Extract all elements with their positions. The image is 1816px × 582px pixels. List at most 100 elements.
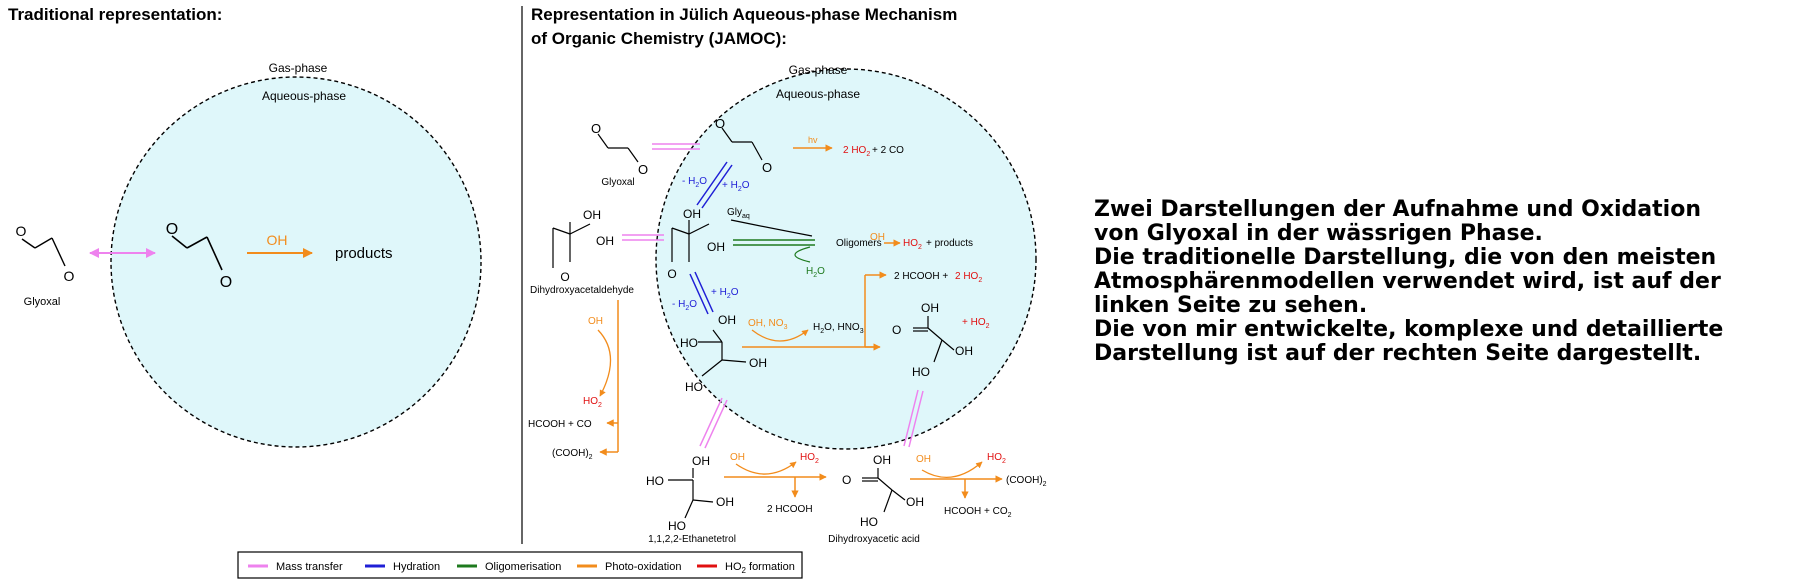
description-line: Die traditionelle Darstellung, die von d… [1094, 245, 1717, 270]
glyoxal-label: Glyoxal [601, 177, 634, 188]
glyoxal-structure-gas [21, 237, 66, 267]
description-line: Die von mir entwickelte, komplexe und de… [1094, 317, 1724, 342]
gas-phase-label: Gas-phase [269, 61, 328, 75]
cooh2-label: (COOH)2 [552, 448, 593, 461]
gas-phase-label: Gas-phase [789, 63, 848, 77]
hydration-arrow [689, 271, 714, 315]
legend-label-photo-oxidation: Photo-oxidation [605, 561, 681, 573]
ethanetetrol-structure-aq [698, 329, 747, 377]
description-line: Zwei Darstellungen der Aufnahme und Oxid… [1094, 197, 1701, 222]
atom-ho: HO [912, 365, 930, 379]
dihydroxyacetic-acid-label: Dihydroxyacetic acid [828, 534, 920, 545]
mass-transfer-arrow [903, 389, 924, 448]
h2o-hno3-label: H2O, HNO3 [813, 322, 864, 335]
mass-transfer-arrow [652, 143, 700, 150]
left-heading: Traditional representation: [8, 5, 223, 24]
legend-label-oligomerisation: Oligomerisation [485, 561, 561, 573]
side-product-curve [921, 461, 983, 478]
oh-no3-label: OH, NO3 [748, 318, 788, 331]
dihydroxyacetic-acid-structure-gas [862, 468, 906, 513]
side-product-curve [735, 461, 797, 475]
atom-o: O [64, 268, 75, 284]
ethanetetrol-structure-gas [668, 468, 714, 519]
ho2-product: 2 HO2 [843, 145, 870, 158]
gly-join-curve [730, 219, 813, 237]
atom-oh: OH [596, 234, 614, 248]
aqueous-droplet-jamoc [655, 68, 1037, 450]
glyoxal-label: Glyoxal [24, 296, 61, 308]
side-product-curve [751, 329, 809, 342]
atom-ho: HO [685, 380, 703, 394]
atom-oh: OH [716, 495, 734, 509]
atom-o: O [762, 160, 772, 175]
atom-oh: OH [683, 207, 701, 221]
atom-oh: OH [749, 356, 767, 370]
plus-h2o-label: + H2O [711, 287, 739, 300]
atom-ho: HO [646, 474, 664, 488]
dihydroxyacetaldehyde-structure-aq [671, 220, 710, 262]
glyoxal-structure-gas [597, 133, 639, 163]
atom-ho: HO [668, 519, 686, 533]
dihydroxyacetaldehyde-structure-gas [552, 222, 591, 268]
atom-oh: OH [921, 301, 939, 315]
plus-products-label: + products [926, 238, 973, 249]
atom-o: O [715, 116, 725, 131]
two-hcooh-label: 2 HCOOH + [894, 271, 948, 282]
dihydroxyacetic-acid-structure-aq [913, 316, 955, 363]
legend: Mass transfer Hydration Oligomerisation … [237, 551, 803, 579]
side-product-curve [597, 329, 612, 397]
atom-o: O [638, 162, 648, 177]
legend-label-ho2-formation: HO2 formation [725, 561, 795, 575]
hcooh-co2-label: HCOOH + CO2 [944, 506, 1012, 519]
description-line: Atmosphärenmodellen verwendet wird, ist … [1094, 269, 1721, 294]
products-label: products [335, 245, 393, 262]
atom-oh: OH [873, 453, 891, 467]
oh-label: OH [870, 232, 885, 243]
cooh2-label: (COOH)2 [1006, 475, 1047, 488]
mass-transfer-arrow [699, 397, 728, 449]
right-heading-line1: Representation in Jülich Aqueous-phase M… [531, 5, 958, 24]
plus-ho2-label: + HO2 [962, 317, 990, 330]
ethanetetrol-label: 1,1,2,2-Ethanetetrol [648, 534, 736, 545]
right-heading-line2: of Organic Chemistry (JAMOC): [531, 29, 787, 48]
oh-label: OH [916, 454, 931, 465]
aqueous-phase-label: Aqueous-phase [262, 89, 346, 103]
h2o-label: H2O [806, 266, 825, 279]
glyoxal-structure-aq [721, 127, 763, 161]
description-line: Darstellung ist auf der rechten Seite da… [1094, 341, 1702, 366]
ho2-product: HO2 [583, 396, 602, 409]
dihydroxyacetaldehyde-label: Dihydroxyacetaldehyde [530, 285, 634, 296]
ho2-product: HO2 [903, 238, 922, 251]
atom-o: O [892, 323, 901, 337]
oligomer-water-curve [794, 246, 811, 263]
atom-oh: OH [707, 240, 725, 254]
atom-o: O [591, 121, 601, 136]
atom-o: O [560, 270, 569, 284]
atom-o: O [16, 223, 27, 239]
description-line: linken Seite zu sehen. [1094, 293, 1368, 318]
atom-o: O [220, 274, 232, 291]
atom-ho: HO [680, 336, 698, 350]
atom-ho: HO [860, 515, 878, 529]
gly-aq-label: Glyaq [727, 207, 750, 220]
left-panel: Gas-phase Aqueous-phase O O Glyoxal O O … [16, 61, 482, 448]
aqueous-droplet [110, 76, 482, 448]
mass-transfer-arrow [622, 234, 664, 241]
atom-oh: OH [692, 454, 710, 468]
hcooh-co-label: HCOOH + CO [528, 419, 592, 430]
mechanism-diagram: Gas-phase Aqueous-phase O O Glyoxal O O … [16, 6, 1047, 579]
aqueous-phase-label: Aqueous-phase [776, 87, 860, 101]
co-product: + 2 CO [872, 145, 904, 156]
hydration-arrow [696, 161, 733, 209]
minus-h2o-label: - H2O [682, 176, 707, 189]
glyoxal-structure-aq [171, 235, 223, 271]
legend-label-mass-transfer: Mass transfer [276, 561, 343, 573]
plus-h2o-label: + H2O [722, 180, 750, 193]
oh-label: OH [730, 452, 745, 463]
oh-label: OH [267, 232, 288, 248]
oh-label: OH [588, 316, 603, 327]
ho2-product: HO2 [800, 452, 819, 465]
description-text: Zwei Darstellungen der Aufnahme und Oxid… [1094, 198, 1794, 366]
hv-label: hv [808, 135, 818, 145]
right-panel: Gas-phase Aqueous-phase O O Glyoxal O O … [528, 63, 1047, 545]
